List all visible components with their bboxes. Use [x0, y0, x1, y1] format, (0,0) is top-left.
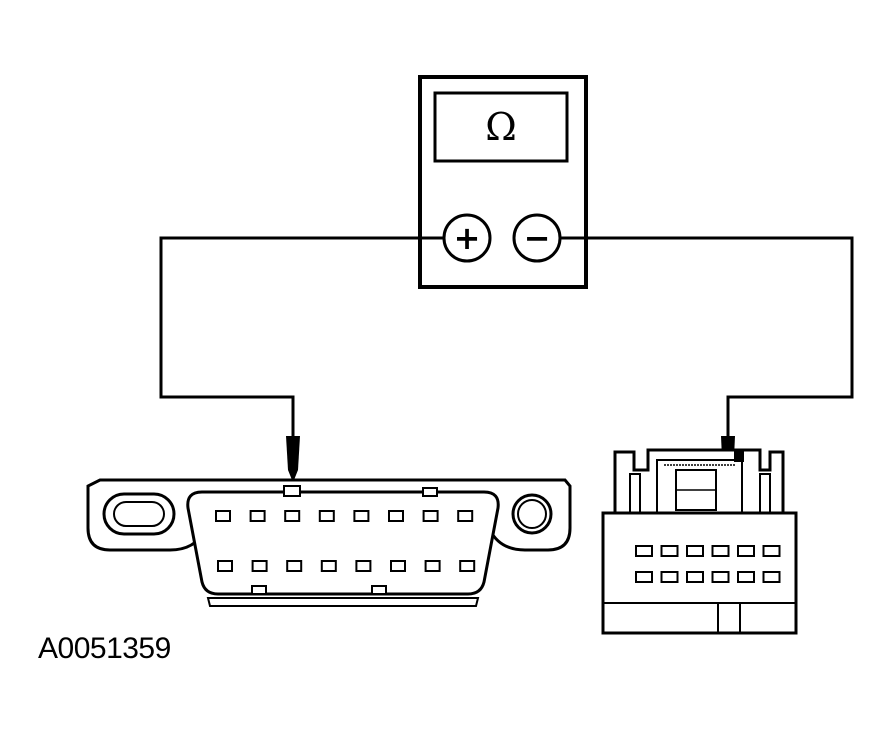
pin-cavity [284, 510, 301, 522]
pin-cavity [737, 571, 755, 583]
pin-cavity [424, 560, 441, 572]
pin-cavity [353, 510, 370, 522]
module-pin-row-top [635, 545, 781, 557]
dlc-pin-row-bottom [217, 560, 476, 572]
pin-cavity [459, 560, 476, 572]
pin-cavity [711, 571, 730, 583]
pin-cavity [686, 571, 704, 583]
pin-cavity [422, 510, 439, 522]
pin-cavity [737, 545, 755, 557]
data-link-connector [86, 478, 572, 607]
pin-cavity [762, 571, 781, 583]
ohmmeter-display [433, 91, 569, 163]
pin-cavity [711, 545, 730, 557]
dlc-pin-row-top [215, 510, 474, 522]
pin-cavity [215, 510, 231, 522]
pin-cavity [686, 545, 704, 557]
dlc-face [186, 490, 500, 596]
module-pin-row-bottom [635, 571, 781, 583]
positive-test-lead [159, 236, 444, 440]
figure-id: A0051359 [38, 632, 171, 665]
pin-cavity [635, 545, 653, 557]
ohm-symbol: Ω [485, 105, 517, 149]
pin-cavity [249, 510, 266, 522]
pin-cavity [320, 560, 337, 572]
pin-cavity [318, 510, 335, 522]
pin-cavity [660, 545, 679, 557]
negative-terminal-label: − [524, 219, 551, 257]
pin-cavity [635, 571, 653, 583]
pin-cavity [762, 545, 781, 557]
module-connector [601, 448, 798, 635]
pin-cavity [660, 571, 679, 583]
ohmmeter: Ω + − [418, 75, 588, 289]
positive-terminal-label: + [454, 219, 481, 257]
pin-cavity [390, 560, 406, 572]
pin-cavity [388, 510, 404, 522]
pin-cavity [251, 560, 268, 572]
dlc-mounting-slot [102, 492, 176, 536]
negative-test-lead [560, 236, 854, 440]
pin-cavity [457, 510, 474, 522]
pin-cavity [355, 560, 372, 572]
pin-cavity [217, 560, 233, 572]
pin-cavity [286, 560, 303, 572]
